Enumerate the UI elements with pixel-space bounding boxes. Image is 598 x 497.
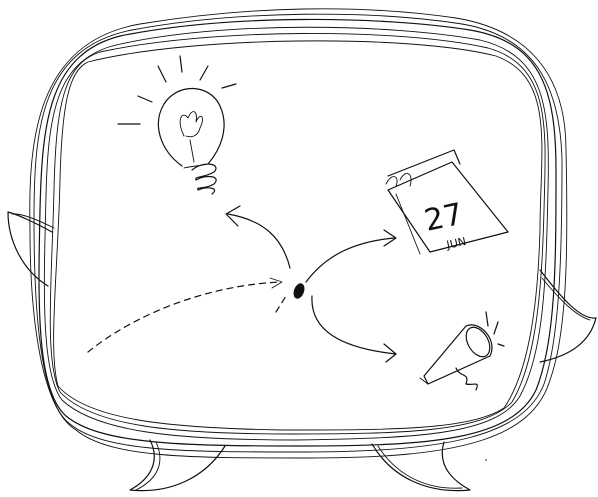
dashed-trajectory xyxy=(87,281,281,353)
stray-dot xyxy=(485,459,487,461)
megaphone-icon xyxy=(419,311,505,391)
arrow-to-bulb xyxy=(225,205,291,269)
right-ear xyxy=(539,269,597,363)
dashed-tail xyxy=(275,295,287,313)
scribble-frame xyxy=(29,8,568,459)
central-dot xyxy=(293,283,305,299)
arrow-to-megaphone xyxy=(311,295,397,363)
calendar-month: JUN xyxy=(444,235,467,252)
light-bulb-icon xyxy=(117,55,237,195)
left-foot xyxy=(129,439,226,492)
calendar-day: 27 xyxy=(421,197,466,239)
arrow-to-calendar xyxy=(305,229,397,283)
dashed-arrow-head xyxy=(269,277,283,289)
calendar-icon: 27 JUN xyxy=(385,149,509,255)
